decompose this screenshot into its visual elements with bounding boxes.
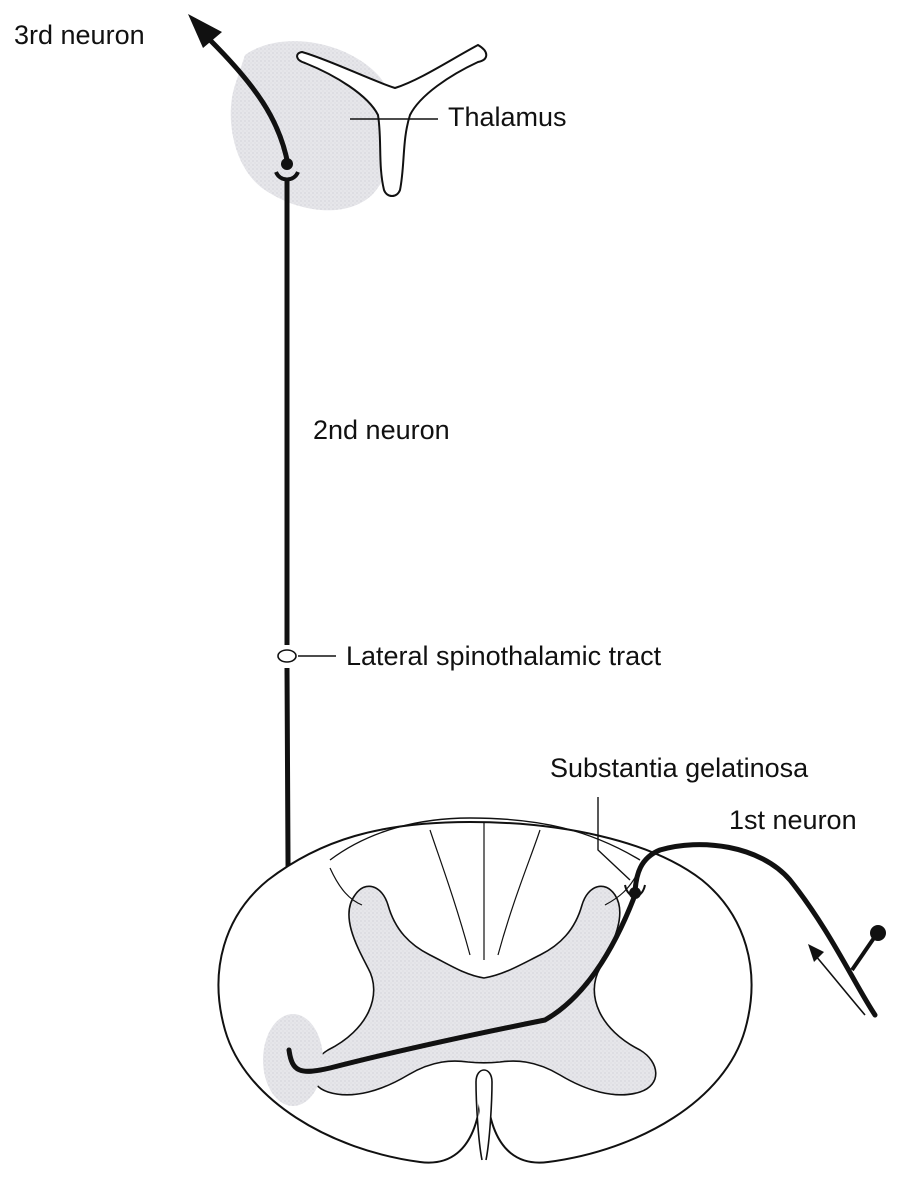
third-neuron-label: 3rd neuron: [14, 22, 145, 49]
third-neuron-arrowhead: [188, 14, 222, 48]
second-neuron-label: 2nd neuron: [313, 417, 450, 444]
tract-marker-ring: [278, 650, 296, 662]
dorsal-root-ganglion-cell: [870, 925, 886, 941]
anterior-median-fissure: [476, 1070, 492, 1160]
thalamic-synapse-terminal: [281, 158, 293, 170]
afferent-arrowhead: [808, 944, 824, 962]
first-neuron-label: 1st neuron: [729, 807, 857, 834]
thalamus-label: Thalamus: [448, 104, 567, 131]
lateral-spinothalamic-tract-label: Lateral spinothalamic tract: [346, 643, 661, 670]
ganglion-cell-stalk: [852, 935, 876, 970]
substantia-gelatinosa-label: Substantia gelatinosa: [550, 755, 808, 782]
